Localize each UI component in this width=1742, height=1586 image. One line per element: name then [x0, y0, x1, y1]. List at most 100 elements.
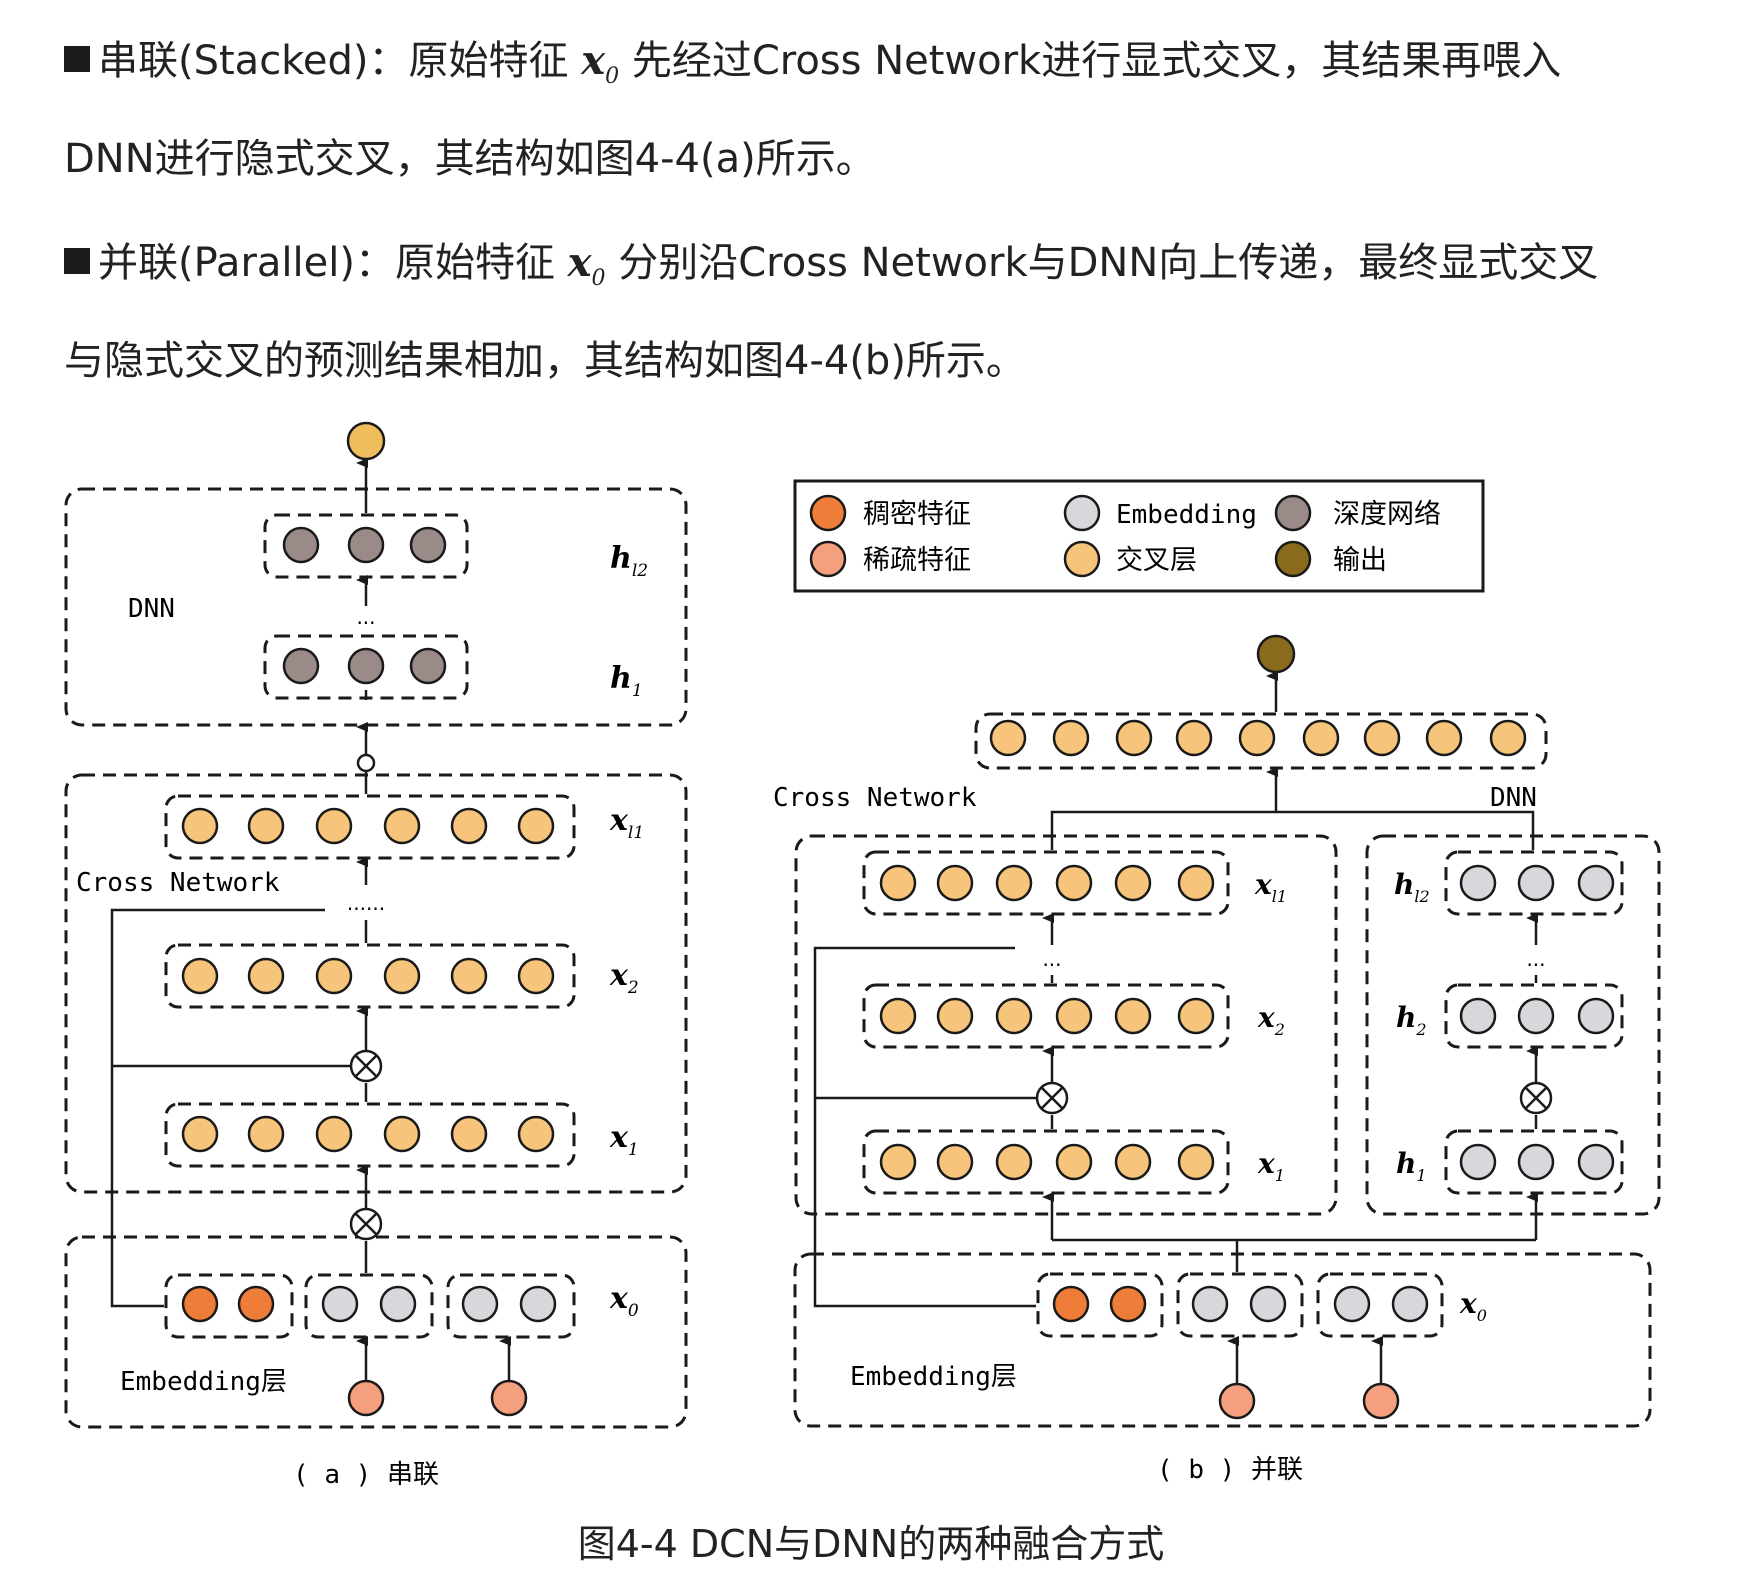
b-vdots-dnn: ... [1526, 947, 1545, 971]
a-x-top-label: xl1 [609, 803, 644, 843]
a-x2-box [164, 943, 576, 1009]
b-x0-emb2-box [1316, 1272, 1444, 1338]
legend-output-label: 输出 [1333, 545, 1387, 576]
a-x1-label: x1 [609, 1120, 639, 1160]
a-x1-box [164, 1102, 576, 1168]
b-concat-cross-node-1 [989, 719, 1027, 757]
legend-sparse-swatch [809, 540, 847, 578]
legend-dense-swatch [809, 494, 847, 532]
legend-dense-label: 稠密特征 [863, 499, 971, 530]
b-dnn-label: DNN [1490, 783, 1537, 813]
a-x2-node-2 [247, 957, 285, 995]
a-x-top-node-1 [181, 807, 219, 845]
legend-deep-label: 深度网络 [1333, 499, 1441, 530]
b-caption: ( b ) 并联 [1157, 1455, 1303, 1485]
legend-sparse-label: 稀疏特征 [863, 545, 971, 576]
legend: 稠密特征 稀疏特征 Embedding 交叉层 深度网络 输出 [793, 479, 1485, 593]
a-x0-dense-node-1 [181, 1285, 219, 1323]
square-bullet-icon [64, 248, 90, 274]
stacked-line1-rest: 先经过Cross Network进行显式交叉，其结果再喂入 [631, 38, 1562, 84]
connector-lines [110, 458, 1538, 1384]
diagram-b-labels: Cross Network DNN Embedding层 xl1 x2 x1 x… [773, 783, 1546, 1485]
legend-embedding-label: Embedding [1116, 500, 1257, 530]
a-dnn-label: DNN [128, 594, 175, 624]
a-h-top-node-1 [282, 526, 320, 564]
a-x2-label: x2 [609, 958, 639, 998]
a-x-top-node-3 [315, 807, 353, 845]
b-x2-node-1 [879, 997, 917, 1035]
parallel-line2: 与隐式交叉的预测结果相加，其结构如图4-4(b)所示。 [64, 338, 1026, 384]
a-x0-dense-node-2 [237, 1285, 275, 1323]
a-caption: ( a ) 串联 [293, 1460, 439, 1490]
b-vdots-cross: ... [1042, 947, 1061, 971]
b-x0-emb1-node-1 [1191, 1285, 1229, 1323]
b-x0-emb1-node-2 [1249, 1285, 1287, 1323]
b-x0-dense-node-1 [1052, 1285, 1090, 1323]
b-x-top-node-2 [936, 864, 974, 902]
b-x0-dense-box [1036, 1272, 1164, 1338]
b-x1-node-5 [1114, 1143, 1152, 1181]
b-x-top-box [862, 850, 1230, 916]
a-x-top-node-4 [383, 807, 421, 845]
legend-cross-swatch [1063, 540, 1101, 578]
legend-embedding-swatch [1063, 494, 1101, 532]
b-x1-node-1 [879, 1143, 917, 1181]
a-output-node [346, 421, 386, 461]
legend-box [793, 479, 1485, 593]
diagram-a-labels: DNN Cross Network Embedding层 hl2 h1 xl1 … [76, 541, 648, 1490]
b-concat-cross-node-4 [1175, 719, 1213, 757]
a-x-top-node-5 [450, 807, 488, 845]
a-x1-node-1 [181, 1115, 219, 1153]
b-x0-emb2-node-2 [1391, 1285, 1429, 1323]
parallel-var: x0 [567, 239, 606, 291]
a-hdots-cross: ...... [347, 891, 385, 915]
b-x0-dense-node-2 [1109, 1285, 1147, 1323]
a-x1-node-5 [450, 1115, 488, 1153]
b-concat-cross-node-3 [1115, 719, 1153, 757]
b-merge-line [1050, 810, 1535, 850]
stacked-line2: DNN进行隐式交叉，其结构如图4-4(a)所示。 [64, 136, 876, 182]
b-dnn-op-icon [1519, 1081, 1553, 1115]
b-cross-network-label: Cross Network [773, 783, 977, 813]
a-x0-emb1-box [304, 1273, 434, 1339]
parallel-label: 并联(Parallel)： [98, 240, 395, 286]
stacked-pre: 原始特征 [408, 38, 569, 84]
b-concat-cross-node-9 [1489, 719, 1527, 757]
b-cross-op-icon [1035, 1081, 1069, 1115]
b-h2-node-3 [1577, 997, 1615, 1035]
a-x0-dense-box [164, 1273, 294, 1339]
b-x0-emb2-node-1 [1333, 1285, 1371, 1323]
a-x2-node-6 [517, 957, 555, 995]
b-concat-cross-node-6 [1302, 719, 1340, 757]
legend-cross-label: 交叉层 [1116, 545, 1197, 576]
b-x-top-node-6 [1177, 864, 1215, 902]
paragraph-stacked: 串联(Stacked)：原始特征 x0 先经过Cross Network进行显式… [64, 20, 1664, 200]
a-h1-node-3 [409, 647, 447, 685]
a-x1-node-4 [383, 1115, 421, 1153]
b-h2-node-1 [1459, 997, 1497, 1035]
a-x2-node-3 [315, 957, 353, 995]
b-x1-node-4 [1055, 1143, 1093, 1181]
parallel-line1-rest: 分别沿Cross Network与DNN向上传递，最终显式交叉 [618, 240, 1599, 286]
b-x-top-node-1 [879, 864, 917, 902]
a-embedding-outer-box [64, 1235, 688, 1429]
a-x2-node-1 [181, 957, 219, 995]
b-x2-node-5 [1114, 997, 1152, 1035]
a-cross-network-outer-box [64, 773, 688, 1194]
a-vdots-dnn: ... [356, 605, 375, 629]
b-concat-cross-node-8 [1425, 719, 1463, 757]
a-x1-node-2 [247, 1115, 285, 1153]
a-cross-op-1-icon [349, 1207, 383, 1241]
b-x1-label: x1 [1257, 1147, 1285, 1185]
dashed-boxes [64, 487, 1661, 1429]
square-bullet-icon [64, 46, 90, 72]
b-h-top-label: hl2 [1394, 868, 1430, 906]
a-embedding-label: Embedding层 [120, 1367, 287, 1397]
a-dnn-outer-box [64, 487, 688, 727]
b-h1-label: h1 [1396, 1147, 1427, 1185]
b-x2-label: x2 [1257, 1001, 1285, 1039]
a-skip-x0-top [110, 908, 325, 1308]
b-concat-cross-node-5 [1238, 719, 1276, 757]
b-x0-emb1-box [1176, 1272, 1304, 1338]
b-embedding-outer-box [793, 1252, 1652, 1428]
